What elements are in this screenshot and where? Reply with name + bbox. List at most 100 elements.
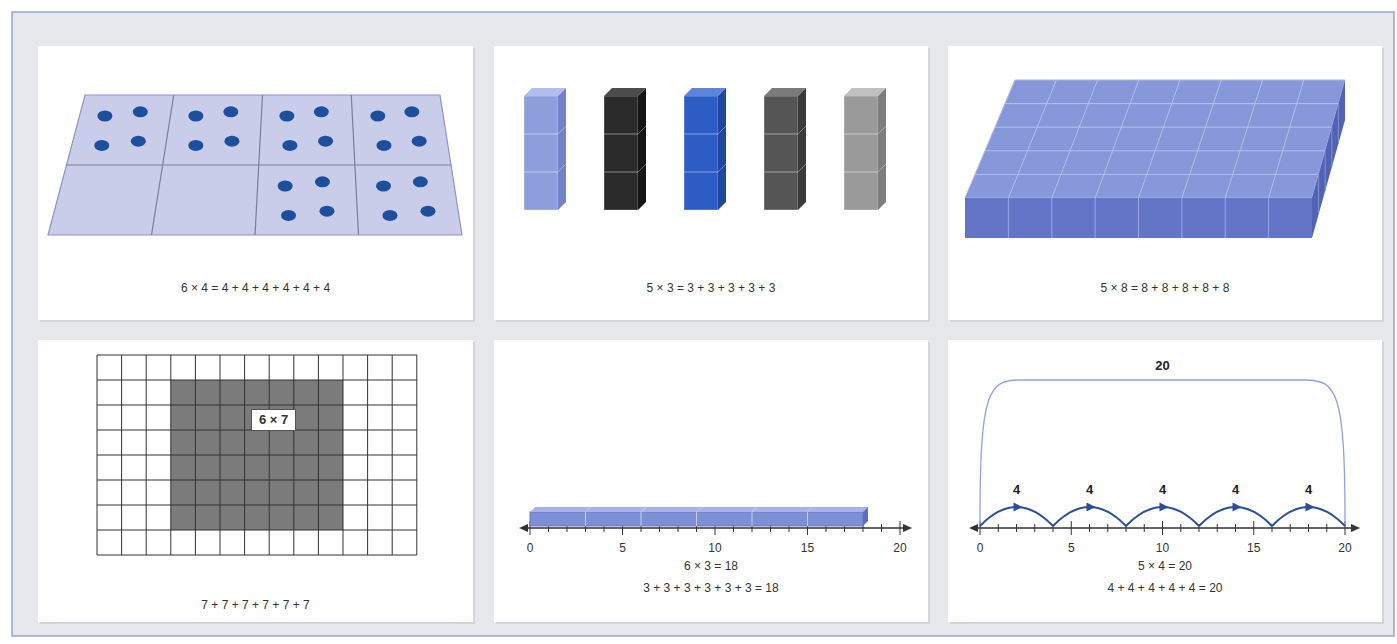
equation-text: 4 + 4 + 4 + 4 + 4 = 20 xyxy=(948,580,1382,596)
cube-side xyxy=(718,88,726,210)
cube-side xyxy=(638,88,646,210)
tick xyxy=(1016,524,1017,532)
rod-seam xyxy=(752,507,757,512)
cube-seam xyxy=(638,126,646,134)
axis-number: 20 xyxy=(893,541,906,555)
slab-grid xyxy=(1268,198,1269,238)
cube-seam xyxy=(638,164,646,172)
counter-dot xyxy=(382,210,397,221)
tick xyxy=(1308,524,1309,532)
cube-seam xyxy=(718,164,726,172)
cube-seam xyxy=(844,134,878,135)
jump-value: 4 xyxy=(1086,483,1093,497)
equation-text: 5 × 3 = 3 + 3 + 3 + 3 + 3 xyxy=(494,280,928,296)
grid-line xyxy=(97,405,417,406)
tick xyxy=(1089,524,1090,532)
slab-grid xyxy=(985,150,1325,151)
equation-text: 5 × 8 = 8 + 8 + 8 + 8 + 8 xyxy=(948,280,1382,296)
cube-front xyxy=(844,96,878,210)
cube-front xyxy=(524,96,558,210)
tick xyxy=(1107,524,1108,532)
cube-seam xyxy=(764,134,798,135)
jump-arrowhead xyxy=(1233,503,1242,512)
model-panel: 6 × 4 = 4 + 4 + 4 + 4 + 4 + 4 xyxy=(38,46,473,320)
cube-front xyxy=(604,96,638,210)
slab-grid xyxy=(1225,80,1262,198)
outer-frame xyxy=(12,12,1394,636)
axis-number: 0 xyxy=(527,541,534,555)
tick xyxy=(900,521,901,535)
jump-value: 20 xyxy=(1155,359,1169,373)
axis-number: 5 xyxy=(1068,541,1075,555)
tick xyxy=(881,524,882,532)
slab-grid xyxy=(1225,198,1226,238)
rod-seam xyxy=(641,512,642,526)
counter-dot xyxy=(279,111,294,122)
slab-grid xyxy=(1095,80,1139,198)
tick xyxy=(1144,524,1145,532)
model-panel: 5 × 4 = 20 4 + 4 + 4 + 4 + 4 = 20 xyxy=(948,340,1382,622)
cube-seam xyxy=(718,126,726,134)
slab-grid xyxy=(1325,151,1326,191)
number-line-arrow xyxy=(1351,524,1360,532)
counter-dot xyxy=(188,111,203,122)
cube-seam xyxy=(684,134,718,135)
counter-dot xyxy=(376,181,391,192)
slab-grid xyxy=(1008,198,1009,238)
tick xyxy=(1290,524,1291,532)
tick xyxy=(1162,521,1163,535)
equation-text: 6 × 3 = 18 xyxy=(494,558,928,574)
equation-text: 5 × 4 = 20 xyxy=(948,558,1382,574)
slab-grid xyxy=(1269,80,1304,198)
slab-grid xyxy=(995,127,1332,128)
slab-grid xyxy=(1181,198,1182,238)
counter-dot xyxy=(314,106,329,117)
counter-dot xyxy=(188,140,203,151)
cube-seam xyxy=(524,172,558,173)
tray xyxy=(48,95,462,235)
axis-number: 10 xyxy=(708,541,721,555)
counter-dot xyxy=(319,206,334,217)
grid-line xyxy=(97,530,417,531)
tick xyxy=(1071,521,1072,535)
cube-front xyxy=(684,96,718,210)
cube-seam xyxy=(684,172,718,173)
cube-seam xyxy=(798,126,806,134)
axis-number: 15 xyxy=(801,541,814,555)
counter-dot xyxy=(370,111,385,122)
counter-dot xyxy=(94,140,109,151)
counter-dot xyxy=(97,111,112,122)
rod-seam xyxy=(752,512,753,526)
cube-side xyxy=(558,88,566,210)
slab-grid xyxy=(975,174,1319,175)
grid-line xyxy=(97,380,417,381)
tick xyxy=(1217,524,1218,532)
jump-value: 4 xyxy=(1232,483,1239,497)
equation-text: 7 + 7 + 7 + 7 + 7 + 7 xyxy=(38,597,473,613)
grid-line xyxy=(97,480,417,481)
cube-seam xyxy=(524,134,558,135)
equation-text: 3 + 3 + 3 + 3 + 3 + 3 = 18 xyxy=(494,580,928,596)
slab-grid xyxy=(1095,198,1096,238)
counter-dot xyxy=(318,136,333,147)
tray-divider xyxy=(67,164,452,165)
counter-dot xyxy=(282,140,297,151)
model-panel: 6 × 3 = 18 3 + 3 + 3 + 3 + 3 + 3 = 18 xyxy=(494,340,928,622)
jump-arrowhead xyxy=(1014,503,1023,512)
cube-side xyxy=(878,88,886,210)
slab-grid xyxy=(1318,174,1319,214)
jump-value: 4 xyxy=(1305,483,1312,497)
panel-ground xyxy=(494,340,928,622)
jump-arrowhead xyxy=(1160,503,1169,512)
slab-grid xyxy=(1331,127,1332,167)
cube-seam xyxy=(764,172,798,173)
panel-ground xyxy=(948,340,1382,622)
number-line-arrow xyxy=(519,524,528,532)
tick xyxy=(1180,524,1181,532)
slab-grid xyxy=(1182,80,1221,198)
cube-seam xyxy=(558,126,566,134)
counter-dot xyxy=(133,106,148,117)
rod-top xyxy=(530,507,868,512)
axis-number: 0 xyxy=(977,541,984,555)
